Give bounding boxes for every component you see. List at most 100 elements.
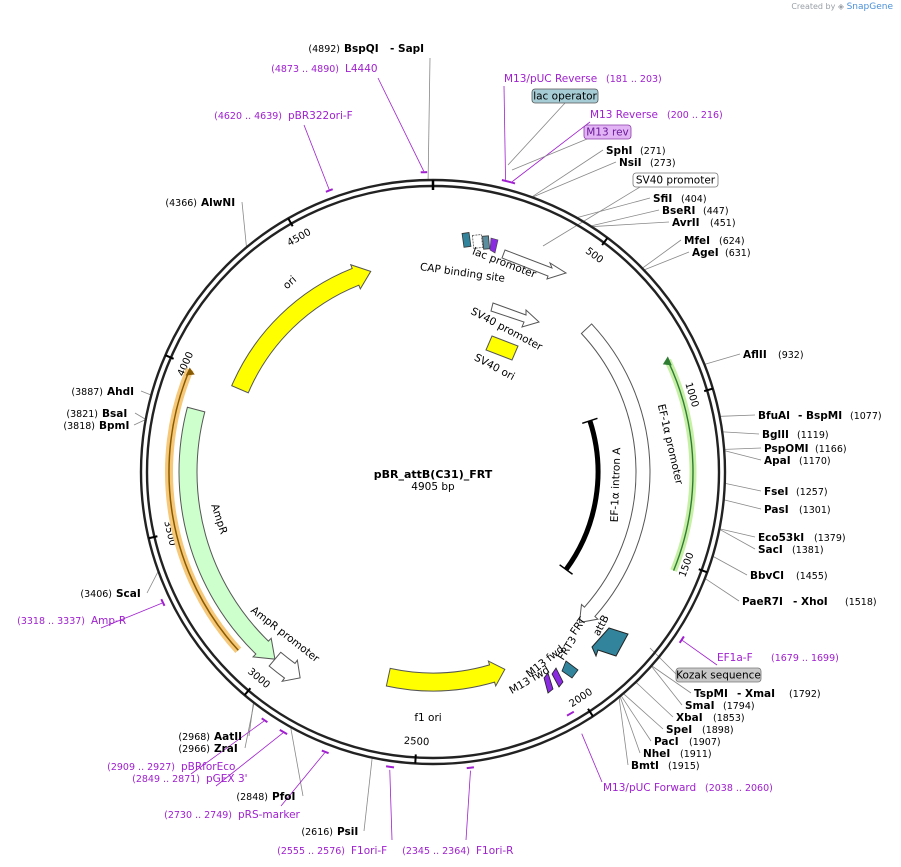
- enzyme-position: (1518): [845, 597, 877, 608]
- leader-line: [724, 499, 762, 510]
- enzyme-position: (631): [725, 248, 751, 259]
- leader-line: [427, 57, 431, 180]
- primer-leader: [303, 124, 330, 190]
- enzyme-name: PasI: [764, 504, 789, 516]
- enzyme-name: MfeI: [684, 235, 710, 247]
- sv40-ori-feature: [485, 335, 519, 361]
- enzyme-name: SphI: [606, 145, 632, 157]
- ori-label: ori: [281, 274, 299, 292]
- enzyme-name: PsiI: [337, 826, 358, 838]
- enzyme-position: (2968): [178, 732, 210, 743]
- leader-lines: [100, 57, 762, 841]
- primer-mark: [678, 635, 685, 644]
- enzyme-name: BsaI: [102, 408, 127, 420]
- ori-feature: [231, 263, 372, 394]
- primer-range: (2730 .. 2749): [164, 810, 232, 821]
- leader-line: [644, 251, 690, 270]
- leader-line: [133, 419, 145, 426]
- enzyme-extra: - XhoI: [793, 596, 828, 608]
- leader-line: [134, 412, 146, 420]
- enzyme-position: (3406): [80, 589, 112, 600]
- enzyme-position: (1794): [723, 701, 755, 712]
- kozak-label: Kozak sequence: [676, 670, 761, 682]
- primer-mark: [279, 729, 288, 735]
- enzyme-position: (2848): [236, 792, 268, 803]
- f1-ori-label: f1 ori: [414, 712, 441, 724]
- enzyme-position: (1379): [814, 533, 846, 544]
- enzyme-position: (271): [640, 146, 666, 157]
- primer-mark: [501, 179, 516, 185]
- enzyme-name: BpmI: [99, 420, 129, 432]
- lac-operator-label: lac operator: [533, 91, 597, 103]
- lac-operator-feature: [471, 234, 484, 249]
- orf-line: [168, 369, 239, 651]
- leader-line: [146, 572, 159, 594]
- frt3-feature: [561, 660, 579, 679]
- enzyme-name: TspMI: [694, 688, 728, 700]
- enzyme-position: (1853): [713, 713, 745, 724]
- leader-line: [623, 693, 664, 730]
- leader-line: [652, 665, 692, 694]
- leader-line: [532, 149, 604, 197]
- primer-leader: [512, 121, 591, 182]
- m13-rev-label-box: [583, 124, 632, 140]
- cap-binding-site-feature: [461, 232, 472, 248]
- enzyme-name: AgeI: [692, 247, 719, 259]
- tick-mark: [698, 568, 708, 574]
- primer-name: L4440: [345, 63, 378, 75]
- lac-operator-label-box: [531, 88, 599, 104]
- leader-line: [725, 447, 762, 450]
- enzyme-name: ScaI: [116, 588, 141, 600]
- enzyme-position: (2966): [178, 744, 210, 755]
- f1-ori-feature: [385, 660, 506, 692]
- primer-marks: [160, 171, 685, 770]
- primer-range: (4873 .. 4890): [271, 64, 339, 75]
- plasmid-length: 4905 bp: [411, 481, 455, 493]
- attb-feature: [591, 627, 629, 658]
- tick-mark: [164, 354, 175, 360]
- ef1a-intron-label: EF-1α intron A: [609, 447, 624, 523]
- enzyme-name: BseRI: [662, 205, 695, 217]
- enzyme-position: (1257): [796, 487, 828, 498]
- orf-arrowhead: [185, 367, 195, 376]
- m13-rev-feature: [489, 237, 499, 254]
- enzyme-position: (1301): [799, 505, 831, 516]
- tick-label: 3000: [245, 666, 272, 691]
- primer-name: Amp-R: [91, 615, 126, 627]
- leader-line: [720, 414, 756, 417]
- primer-name: F1ori-R: [476, 845, 513, 857]
- enzyme-position: (4892): [308, 44, 340, 55]
- primer-range: (2038 .. 2060): [705, 783, 773, 794]
- leader-line: [723, 431, 760, 435]
- enzyme-extra: - XmaI: [737, 688, 775, 700]
- tick-mark: [587, 708, 594, 717]
- enzyme-position: (1170): [799, 456, 831, 467]
- snapgene-logo-icon: ◈: [837, 2, 845, 11]
- lac-promoter-arrow: [501, 249, 568, 280]
- ampr-promoter-feature: [268, 651, 301, 683]
- sv40-promoter-box-label-box: [632, 172, 719, 188]
- enzyme-name: AatII: [214, 731, 242, 743]
- enzyme-name: XbaI: [676, 712, 703, 724]
- plasmid-name: pBR_attB(C31)_FRT: [374, 468, 493, 481]
- leader-line: [140, 390, 151, 396]
- primer-mark: [325, 188, 334, 193]
- primer-range: (2555 .. 2576): [277, 846, 345, 857]
- enzyme-name: AvrII: [672, 217, 700, 229]
- primer-name: F1ori-F: [351, 845, 387, 857]
- enzyme-position: (4366): [165, 198, 197, 209]
- leader-line: [619, 697, 641, 754]
- enzyme-name: AlwNI: [201, 197, 235, 209]
- enzyme-position: (1907): [689, 737, 721, 748]
- primer-name: M13 Reverse: [590, 109, 658, 121]
- credit-brand: SnapGene: [846, 2, 893, 12]
- features-layer: [164, 232, 697, 694]
- enzyme-name: NheI: [643, 748, 670, 760]
- enzyme-name: FseI: [764, 486, 788, 498]
- enzyme-name: AflII: [743, 349, 767, 361]
- enzyme-position: (3887): [71, 387, 103, 398]
- enzyme-extra: - SapI: [390, 43, 424, 55]
- enzyme-name: AhdI: [107, 386, 134, 398]
- tick-label: 2000: [567, 687, 594, 710]
- tick-mark: [148, 535, 158, 540]
